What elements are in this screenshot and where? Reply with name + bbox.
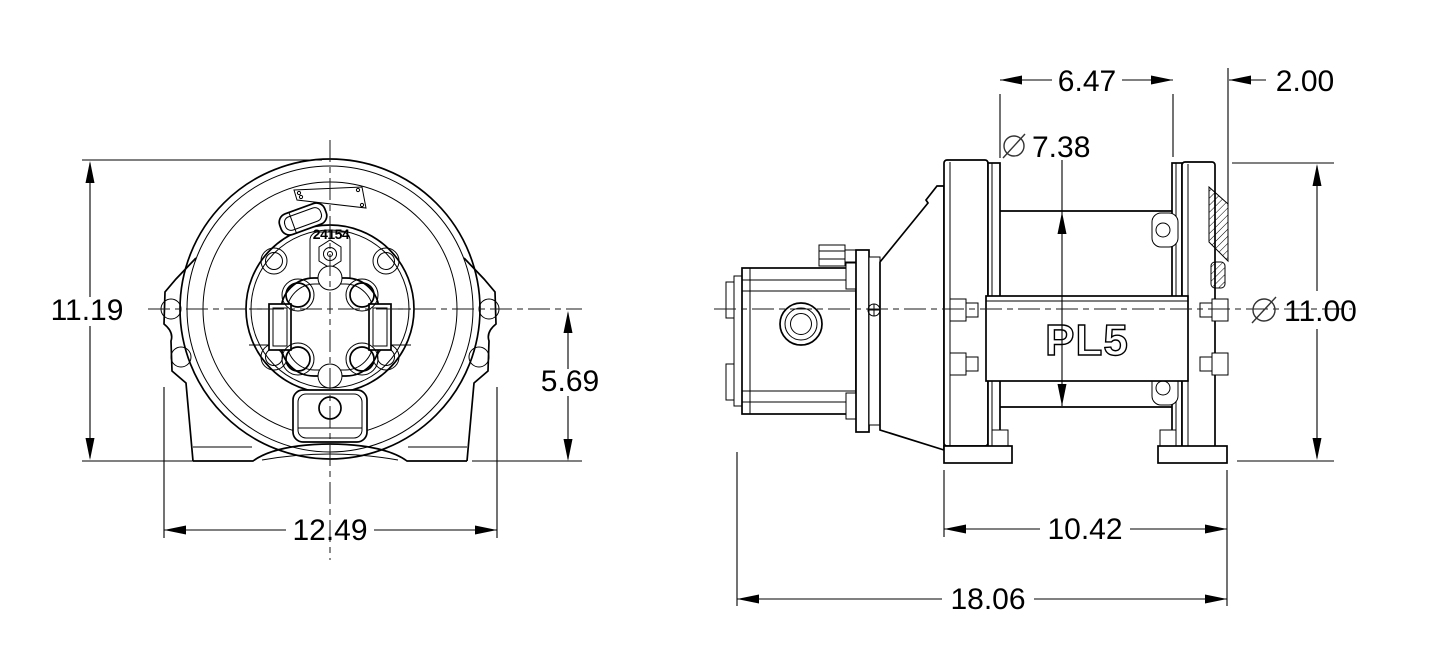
bleed-fitting (818, 244, 858, 267)
dim-overall-length: 18.06 (736, 452, 1227, 616)
dim-flange-diameter: 11.00 (1232, 162, 1357, 462)
pawl-section (1210, 261, 1226, 289)
ratchet-wheel-section (1208, 185, 1229, 263)
dim-text-height: 11.19 (51, 294, 124, 327)
dim-front-width: 12.49 (163, 387, 498, 547)
front-view: 24154 11.19 12.49 (51, 140, 599, 560)
dim-text-end-width: 2.00 (1276, 65, 1334, 98)
dim-text-frame-length: 10.42 (1047, 513, 1122, 546)
dim-front-center-to-base: 5.69 (472, 311, 599, 462)
hydraulic-motor (725, 244, 858, 415)
left-mount-wing (160, 257, 197, 462)
tie-bar: PL5 (985, 295, 1189, 382)
dim-text-width: 12.49 (292, 514, 367, 547)
dim-drum-width: 6.47 (999, 65, 1174, 158)
tie-bar-bolts (949, 298, 1229, 376)
dim-barrel-diameter: 7.38 (1002, 131, 1090, 406)
dim-front-height: 11.19 (51, 159, 322, 462)
diameter-symbol-icon (1251, 296, 1277, 324)
hub-bolts (281, 278, 379, 376)
motor-port (779, 302, 823, 346)
motor-flange (845, 249, 881, 433)
dim-text-barrel-diameter: 7.38 (1032, 131, 1090, 164)
dim-end-width: 2.00 (1227, 65, 1334, 206)
serial-number-text: 24154 (313, 226, 350, 242)
dim-text-overall-length: 18.06 (950, 583, 1025, 616)
diameter-symbol-icon (1002, 133, 1026, 159)
gear-housing-cone (879, 185, 945, 452)
side-view: PL5 6.47 2 (714, 65, 1357, 616)
dim-text-center-to-base: 5.69 (541, 365, 599, 398)
drum-barrel (1000, 210, 1172, 408)
dim-text-flange-diameter: 11.00 (1284, 295, 1357, 328)
model-label-text: PL5 (1045, 316, 1129, 365)
clutch-lever (278, 202, 328, 236)
dim-text-drum-width: 6.47 (1058, 65, 1116, 98)
right-mount-wing (463, 257, 500, 462)
dim-frame-length: 10.42 (943, 470, 1228, 606)
